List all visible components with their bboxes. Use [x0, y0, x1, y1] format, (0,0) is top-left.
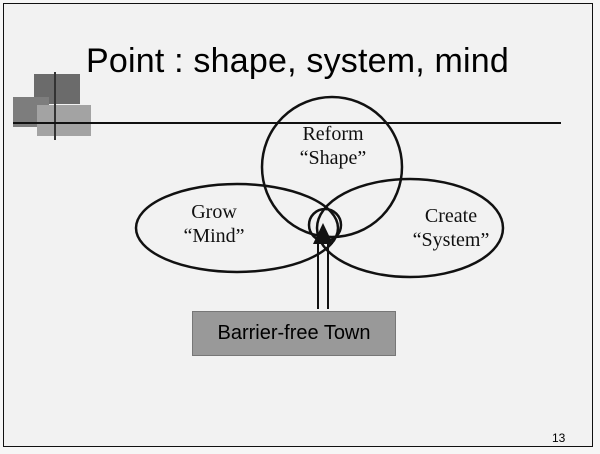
circle-mind [134, 182, 340, 274]
circle-system [315, 177, 505, 279]
circle-shape [260, 95, 404, 239]
page-number: 13 [552, 431, 566, 445]
circle-label-mind-line1: Grow [191, 201, 237, 223]
title-divider [13, 122, 561, 124]
barrier-free-town-label: Barrier-free Town [217, 322, 371, 344]
circle-label-system-line2: “System” [412, 229, 490, 251]
arrow-head [313, 223, 333, 244]
circle-label-system-line1: Create [424, 205, 478, 227]
venn-diagram [134, 95, 505, 309]
slide-title: Point : shape, system, mind [86, 42, 510, 80]
circle-label-mind: Grow “Mind” [169, 200, 259, 248]
decor-vertical-line [54, 72, 56, 140]
circle-label-system: Create “System” [396, 204, 506, 252]
circle-label-shape-line1: Reform [302, 123, 364, 145]
circle-label-shape-line2: “Shape” [299, 147, 367, 169]
decor-square-light [37, 105, 91, 136]
circle-label-shape: Reform “Shape” [285, 122, 381, 170]
circle-label-mind-line2: “Mind” [183, 225, 245, 247]
slide: Point : shape, system, mind Reform “Shap… [3, 3, 593, 447]
barrier-free-town-box: Barrier-free Town [192, 311, 396, 356]
